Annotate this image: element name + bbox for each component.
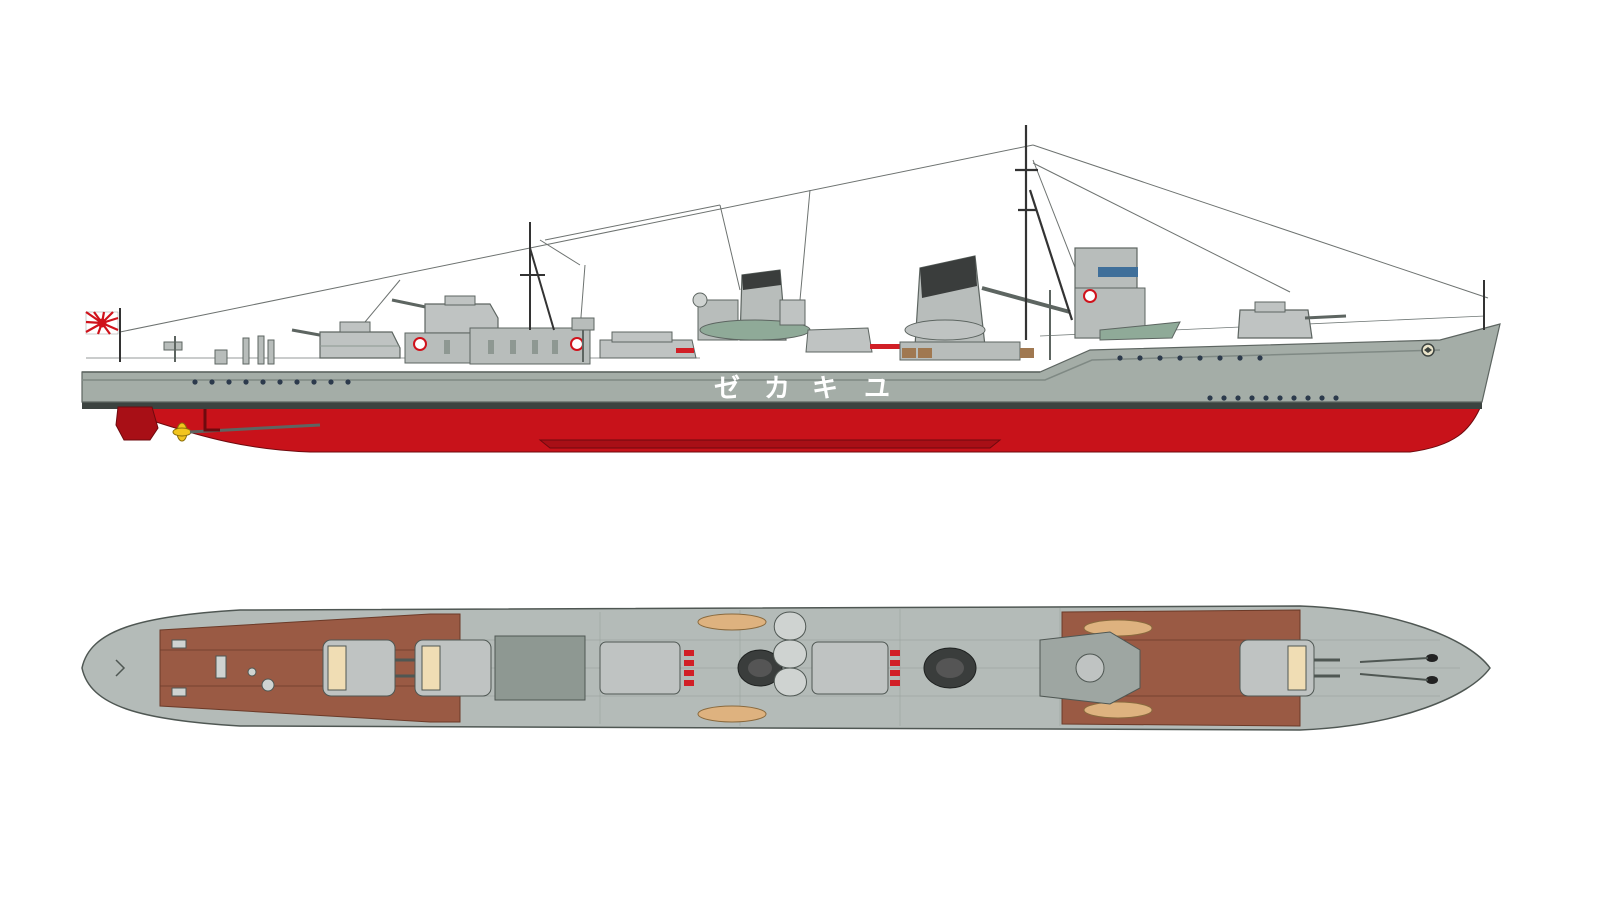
- forward-turret-a: [1237, 301, 1347, 339]
- portholes-forward: [1117, 355, 1339, 401]
- midship-torpedo-mount: [805, 327, 900, 353]
- anchor-icon: [1359, 654, 1438, 684]
- stern-fittings: [115, 639, 275, 697]
- hull-name-glyph-2: カ: [764, 374, 792, 404]
- plan-aa-platform: [773, 611, 807, 697]
- side-profile-view: ゼ カ キ ユ: [81, 125, 1501, 453]
- plan-bridge: [1039, 631, 1141, 705]
- foremast: [1015, 125, 1074, 340]
- shaft-bracket: [203, 409, 220, 432]
- plan-forward-turret-a: [1239, 639, 1340, 697]
- searchlight-platform: [571, 317, 595, 362]
- plan-lifeboats: [697, 613, 1153, 723]
- hull-name-glyph-4: ユ: [864, 374, 892, 404]
- fore-funnel: [899, 255, 1034, 361]
- plan-aft-funnel: [737, 649, 783, 687]
- plan-midship-torpedo-tubes: [811, 641, 900, 695]
- aft-funnel: [692, 269, 811, 341]
- lifebuoy-icon: [413, 337, 584, 351]
- boot-topping: [82, 402, 1482, 409]
- hull-name-glyph-3: キ: [812, 374, 840, 404]
- plan-view: [81, 605, 1491, 731]
- aft-turret-x: [291, 321, 401, 359]
- hull-name-katakana: ゼ カ キ ユ: [714, 374, 892, 404]
- plan-aft-turret-x: [322, 639, 420, 697]
- plan-aft-turret-y: [414, 639, 492, 697]
- plan-aft-deckhouse: [494, 635, 586, 701]
- aft-torpedo-mount: [599, 331, 697, 359]
- chrysanthemum-crest-icon: [1421, 343, 1435, 357]
- aft-deckhouse: [413, 327, 591, 365]
- propeller-icon: [172, 422, 192, 442]
- main-hull-grey: [81, 323, 1501, 403]
- hull-name-glyph-1: ゼ: [714, 374, 742, 404]
- rising-sun-ensign-icon: [85, 308, 121, 362]
- mainmast: [520, 222, 555, 331]
- bridge-superstructure: [1049, 247, 1181, 360]
- aft-deck-fittings: [163, 335, 275, 365]
- bilge-keel: [538, 439, 1002, 449]
- plan-aft-torpedo-tubes: [599, 641, 694, 695]
- plan-fore-funnel: [923, 647, 977, 689]
- rudder-icon: [115, 406, 159, 441]
- rigging-lines: [119, 144, 1489, 333]
- hull-sheer-stripe: [82, 349, 1441, 381]
- portholes-aft: [192, 379, 351, 385]
